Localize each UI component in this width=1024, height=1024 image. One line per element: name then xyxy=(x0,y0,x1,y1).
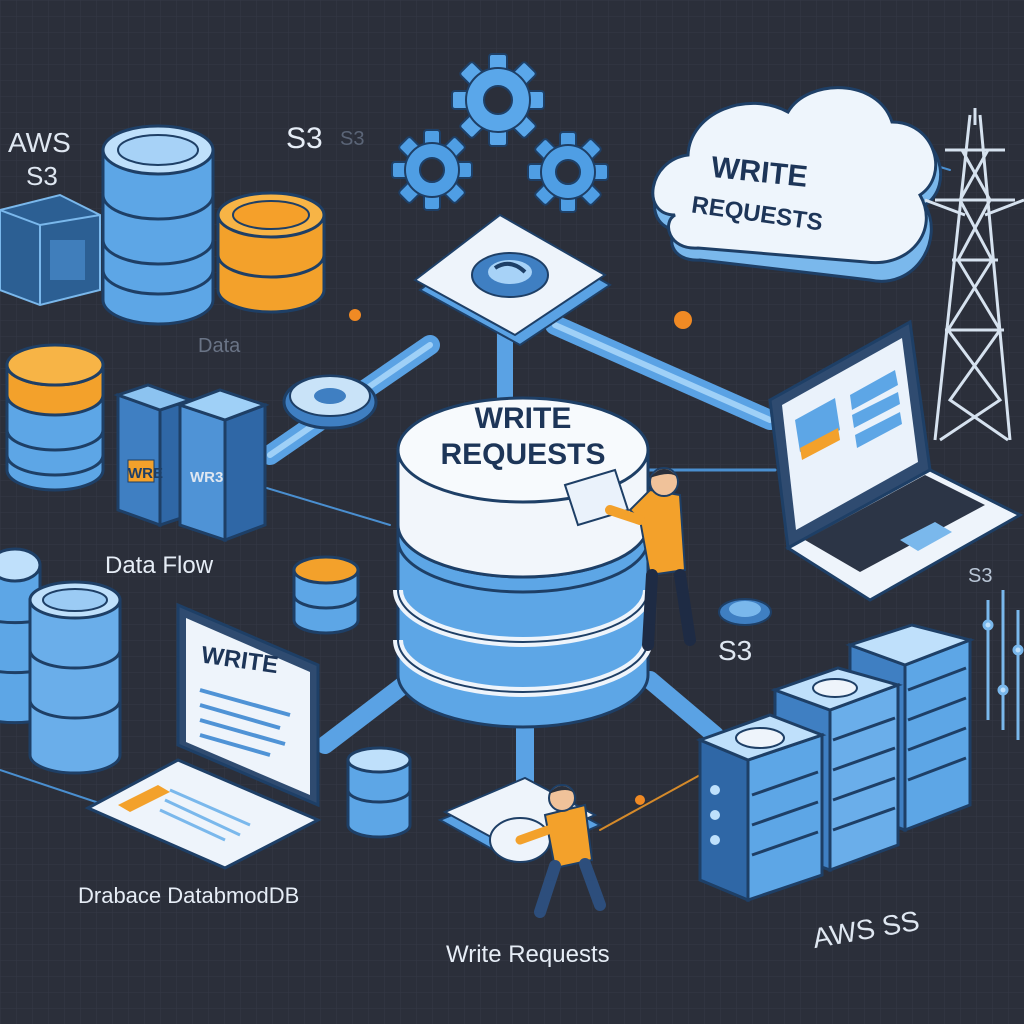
gear-icon-left xyxy=(391,129,473,211)
transmission-tower-icon xyxy=(924,108,1024,442)
central-panel xyxy=(413,213,612,347)
gear-icon-right xyxy=(527,131,609,213)
server-cluster xyxy=(695,623,975,903)
monitor-write: WRITE xyxy=(84,602,322,870)
aws-label-top-left: AWS xyxy=(8,127,71,158)
s3-label-top-left: S3 xyxy=(26,161,58,191)
server-badge-left: WRE xyxy=(128,465,163,482)
person-at-database xyxy=(563,467,696,651)
box-icon xyxy=(0,193,101,307)
database-stack-small-orange xyxy=(292,555,360,635)
main-db-text-line1: WRITE xyxy=(475,402,572,435)
write-requests-bottom-label: Write Requests xyxy=(446,941,610,968)
s3-label-top-shadow: S3 xyxy=(340,128,364,150)
cloud-write-requests: WRITE REQUESTS xyxy=(651,86,943,283)
database-stack-bottom-left-b xyxy=(28,580,122,775)
main-database-write-requests: WRITE REQUESTS xyxy=(393,396,653,729)
connector-db-monitor xyxy=(316,671,419,754)
database-caption: Drabace DatabmodDB xyxy=(78,883,299,908)
person-with-document xyxy=(437,776,606,918)
server-badge-right: WR3 xyxy=(190,469,223,486)
server-rack-right: WR3 xyxy=(175,388,270,543)
database-stack-orange-top-left xyxy=(216,191,326,314)
data-label-faint: Data xyxy=(198,335,241,357)
s3-label-right: S3 xyxy=(718,635,752,666)
small-disc-icon-right xyxy=(718,598,772,626)
gear-icon-top xyxy=(451,53,545,147)
disc-icon xyxy=(282,374,378,430)
database-stack-large-blue xyxy=(101,124,215,326)
connector-db-servers xyxy=(641,671,724,744)
database-small-bottom-center xyxy=(346,746,412,839)
s3-label-far-right: S3 xyxy=(968,565,992,587)
server-rack-left: WRE xyxy=(113,383,195,528)
database-stack-orange-left xyxy=(5,343,105,492)
slider-bars-icon xyxy=(982,590,1024,740)
s3-label-top: S3 xyxy=(286,122,323,155)
main-db-text-line2: REQUESTS xyxy=(440,438,605,471)
server-front xyxy=(695,713,827,903)
data-flow-label: Data Flow xyxy=(105,552,214,579)
laptop-right xyxy=(768,319,1024,602)
